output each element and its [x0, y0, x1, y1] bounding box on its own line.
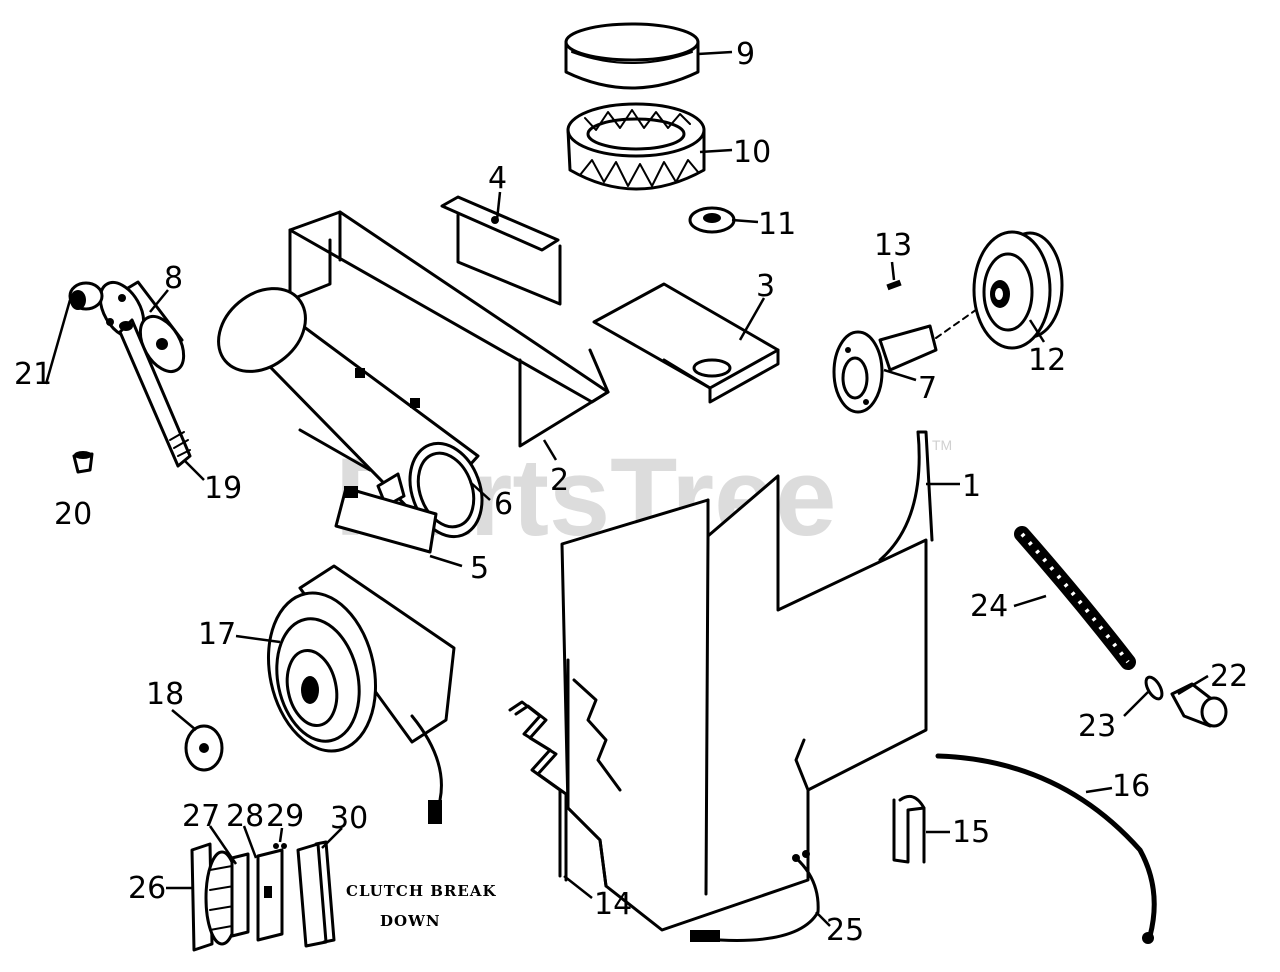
part-30-field-coil[interactable]	[296, 840, 336, 948]
callout-13[interactable]: 13	[874, 228, 912, 263]
callout-28[interactable]: 28	[226, 799, 264, 834]
part-9-air-filter-cover[interactable]	[564, 22, 700, 90]
callout-17[interactable]: 17	[198, 617, 236, 652]
part-29-screws[interactable]	[273, 843, 287, 849]
callout-29[interactable]: 29	[266, 799, 304, 834]
part-16-cable[interactable]	[935, 753, 1157, 944]
callout-6[interactable]: 6	[494, 487, 513, 522]
callout-4[interactable]: 4	[488, 161, 507, 196]
callout-20[interactable]: 20	[54, 497, 92, 532]
callout-5[interactable]: 5	[470, 551, 489, 586]
part-11-nut[interactable]	[688, 206, 736, 234]
part-22-elbow-fitting[interactable]	[1170, 682, 1228, 728]
callout-3[interactable]: 3	[756, 269, 775, 304]
part-13-key[interactable]	[886, 279, 902, 291]
part-18-washer[interactable]	[184, 724, 224, 772]
part-28-armature[interactable]	[256, 848, 284, 942]
callout-18[interactable]: 18	[146, 677, 184, 712]
part-14-rod[interactable]	[508, 700, 568, 882]
callout-9[interactable]: 9	[736, 37, 755, 72]
callout-12[interactable]: 12	[1028, 343, 1066, 378]
callout-1[interactable]: 1	[962, 469, 981, 504]
leader-lines	[44, 50, 1209, 927]
caption-line-1: CLUTCH BREAK	[346, 882, 497, 900]
callout-23[interactable]: 23	[1078, 709, 1116, 744]
part-20-fitting[interactable]	[72, 451, 94, 474]
part-25-wire-harness[interactable]	[690, 850, 820, 942]
callout-14[interactable]: 14	[594, 887, 632, 922]
caption-line-2: DOWN	[380, 912, 441, 930]
callout-27[interactable]: 27	[182, 799, 220, 834]
part-15-clip[interactable]	[892, 794, 926, 864]
part-23-clamp[interactable]	[1143, 675, 1165, 702]
callout-11[interactable]: 11	[758, 207, 796, 242]
part-17-electric-clutch[interactable]	[255, 564, 456, 824]
part-21-cap[interactable]	[68, 281, 104, 311]
part-7-hub-adapter[interactable]	[832, 299, 991, 414]
part-5-muffler-bracket[interactable]	[334, 486, 438, 554]
watermark-trademark: TM	[932, 437, 952, 453]
callout-26[interactable]: 26	[128, 871, 166, 906]
callout-24[interactable]: 24	[970, 589, 1008, 624]
part-2-deflector-panel[interactable]	[288, 210, 610, 448]
callout-22[interactable]: 22	[1210, 659, 1248, 694]
part-12-pulley[interactable]	[972, 230, 1064, 350]
part-27-spacer[interactable]	[230, 852, 250, 938]
callout-21[interactable]: 21	[14, 357, 52, 392]
callout-10[interactable]: 10	[733, 135, 771, 170]
callout-labels: 9 10 11 4 3 13 12 7 8 21 19 20 2 6 5 1 2…	[14, 37, 1248, 948]
callout-7[interactable]: 7	[918, 371, 937, 406]
callout-30[interactable]: 30	[330, 801, 368, 836]
callout-19[interactable]: 19	[204, 471, 242, 506]
part-1-tank-shroud[interactable]	[560, 430, 934, 932]
part-19-nipple[interactable]	[118, 318, 192, 468]
part-4-bracket[interactable]	[440, 195, 562, 306]
callout-16[interactable]: 16	[1112, 769, 1150, 804]
callout-25[interactable]: 25	[826, 913, 864, 948]
callout-2[interactable]: 2	[550, 463, 569, 498]
part-3-mounting-plate[interactable]	[592, 282, 780, 404]
part-6-muffler[interactable]	[202, 272, 494, 547]
callout-15[interactable]: 15	[952, 815, 990, 850]
part-10-air-filter-element[interactable]	[566, 102, 706, 191]
part-26-clutch-pulley[interactable]	[190, 842, 240, 952]
callout-8[interactable]: 8	[164, 261, 183, 296]
part-24-hose[interactable]	[1014, 526, 1136, 670]
